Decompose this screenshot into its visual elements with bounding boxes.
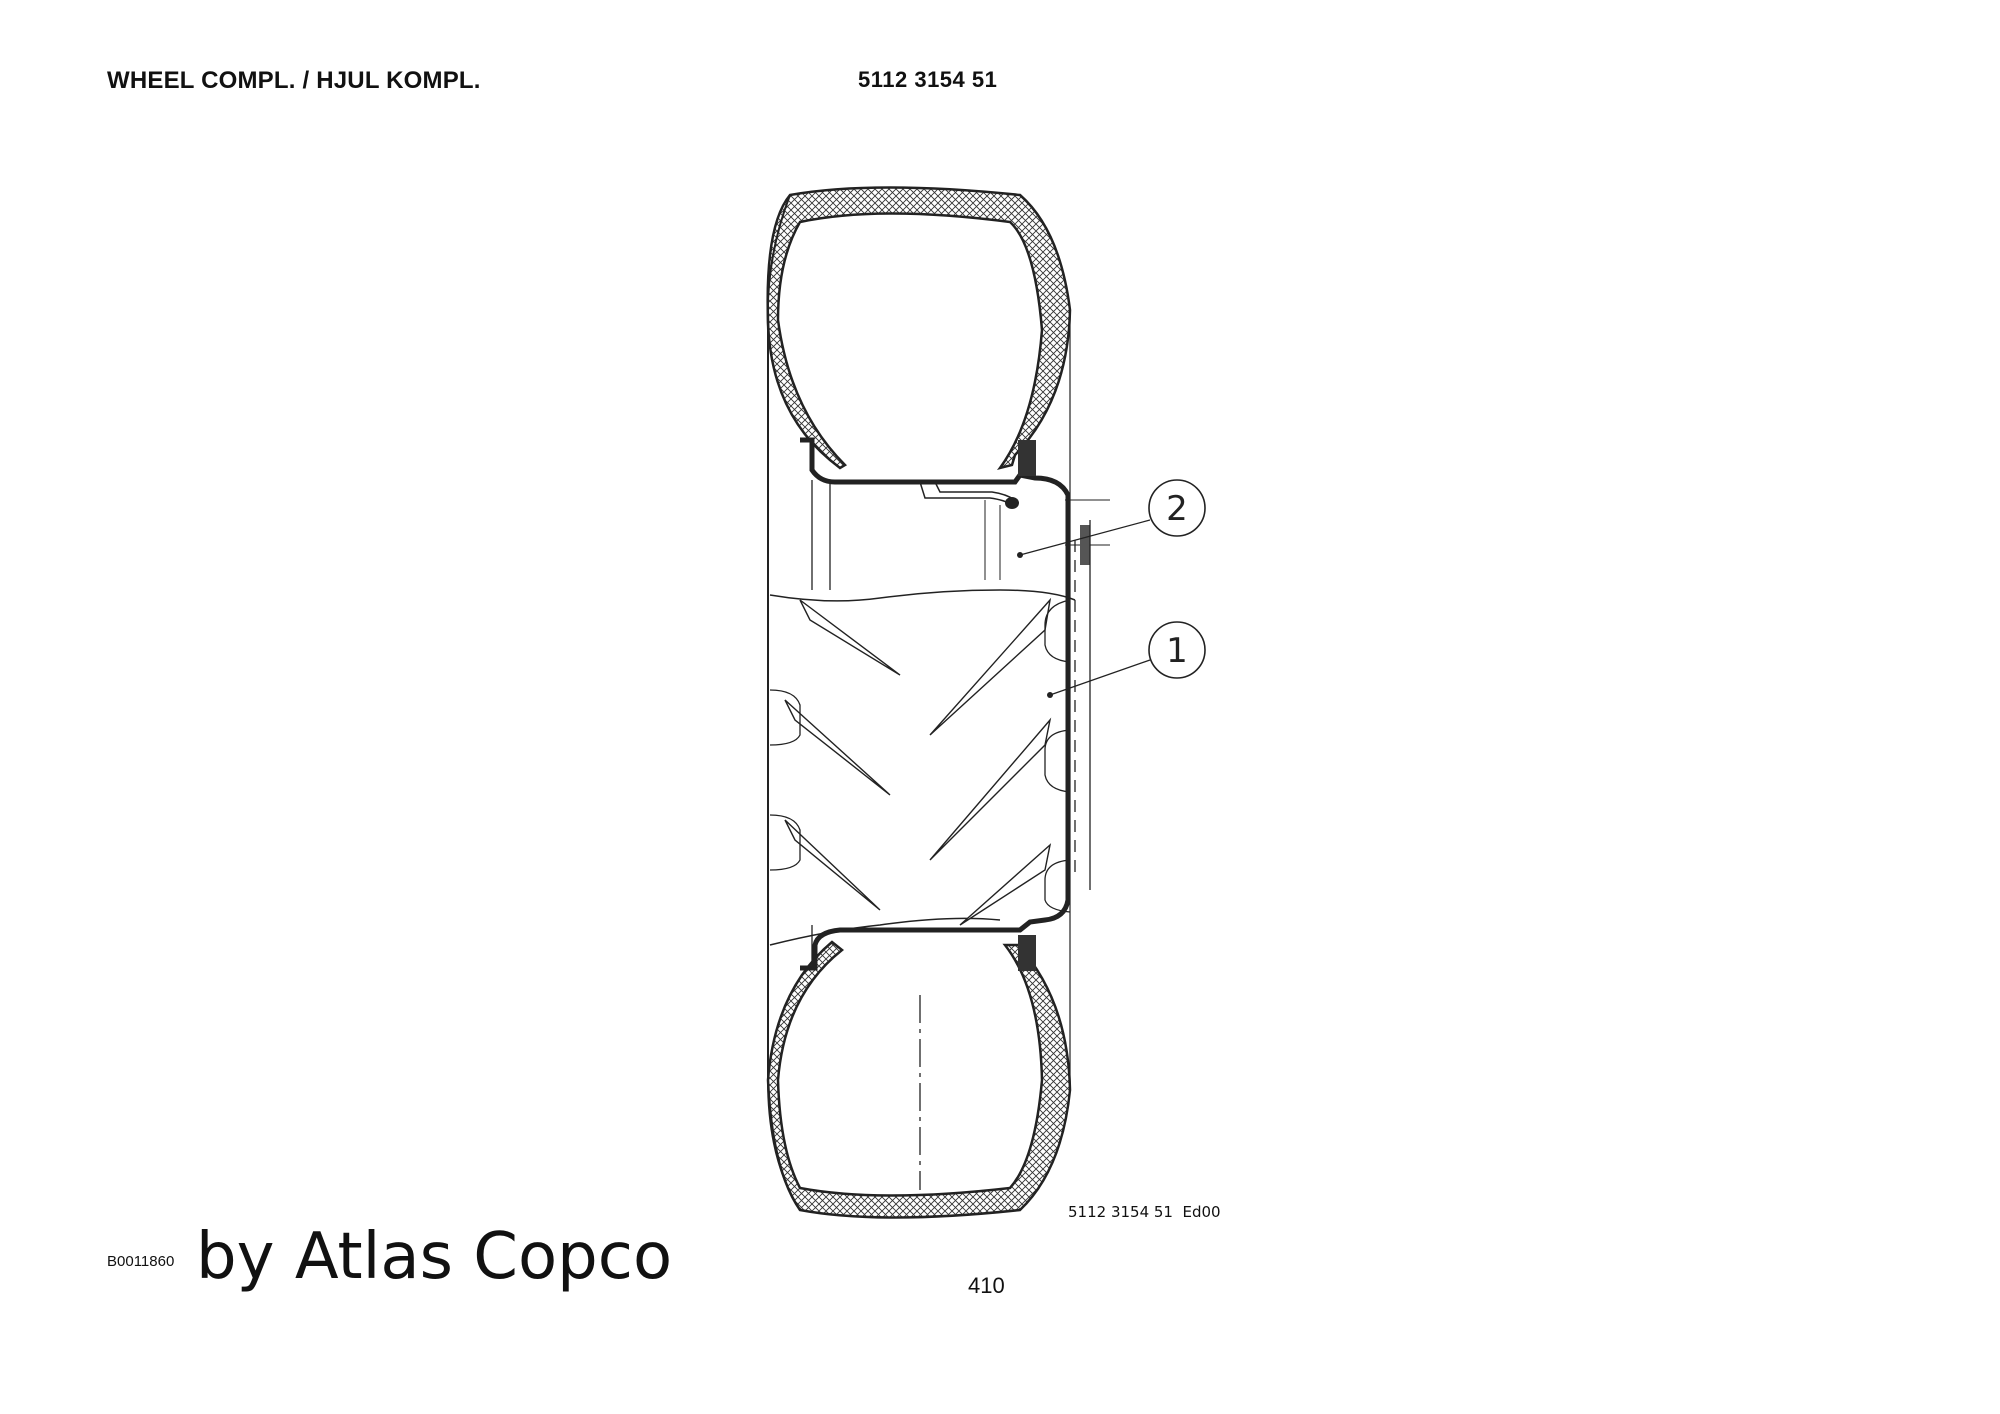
tyre-outline <box>766 194 801 1211</box>
document-code: B0011860 <box>107 1253 175 1270</box>
valve-stem <box>919 481 1016 506</box>
page-title: WHEEL COMPL. / HJUL KOMPL. <box>107 67 481 94</box>
tread-chevrons <box>784 597 1052 926</box>
callout-1-label: 1 <box>1166 631 1188 671</box>
rim-inner-line <box>811 480 831 968</box>
tyre-upper-section <box>766 186 1072 471</box>
valve-cap <box>1005 497 1019 509</box>
brand-text: by Atlas Copco <box>196 1220 673 1294</box>
bead-seat-upper <box>1018 440 1036 476</box>
callout-2-label: 2 <box>1166 489 1188 529</box>
valve-lines <box>984 499 1110 580</box>
rim-profile <box>800 437 1071 971</box>
tyre-lower-section <box>766 940 1072 1219</box>
tread-lugs-right <box>1044 599 1071 913</box>
hub-flange-bolt <box>1080 525 1090 565</box>
bead-seat-lower <box>1018 935 1036 971</box>
tread-lugs-left <box>769 689 801 871</box>
drawing-reference: 5112 3154 51 Ed00 <box>1068 1203 1221 1221</box>
callout-1: 1 <box>1047 621 1206 698</box>
tread-boundary-top <box>769 589 1076 602</box>
callout-2: 2 <box>1017 479 1206 558</box>
page-number: 410 <box>968 1273 1005 1298</box>
part-number: 5112 3154 51 <box>858 67 998 92</box>
